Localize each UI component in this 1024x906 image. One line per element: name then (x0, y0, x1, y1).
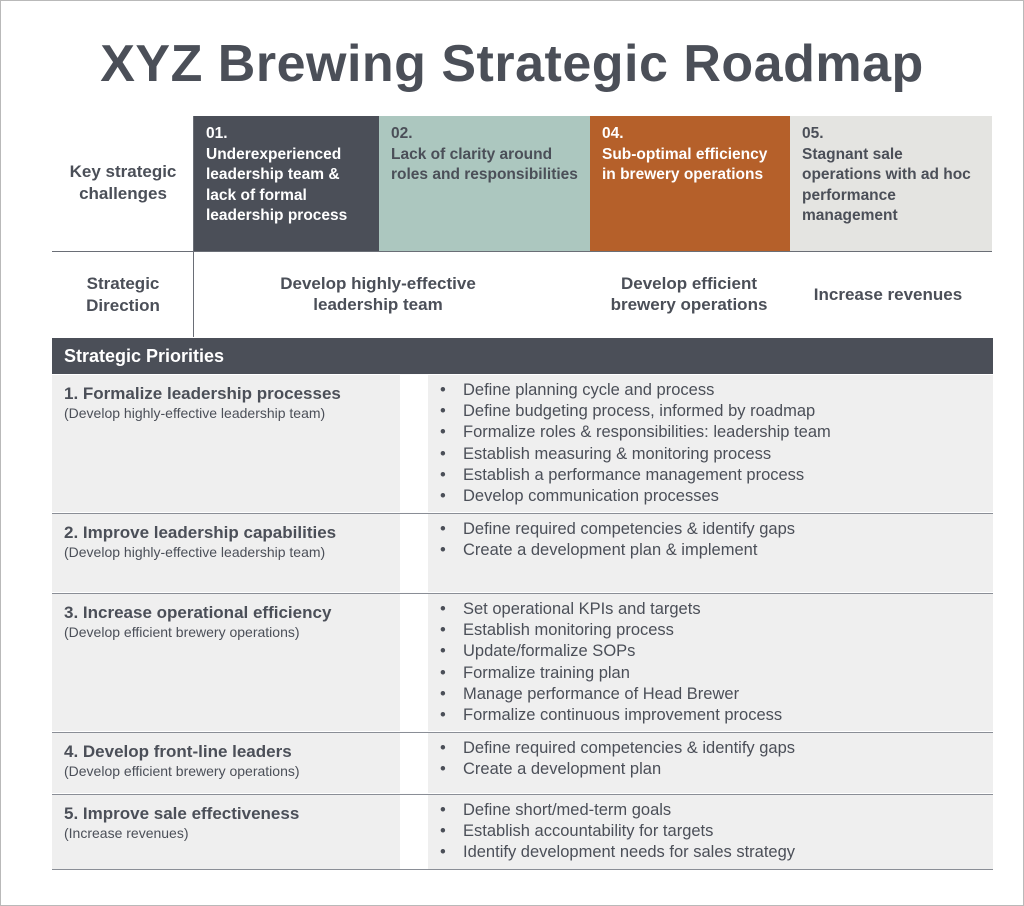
bullet-icon: • (440, 423, 446, 442)
row-label-divider (193, 116, 194, 337)
row-separator (52, 794, 993, 795)
row-separator (52, 593, 993, 594)
action-list: •Define planning cycle and process •Defi… (440, 380, 981, 507)
priority-row-2: 2. Improve leadership capabilities (Deve… (52, 514, 993, 592)
row-separator (52, 869, 993, 870)
challenge-number: 02. (391, 125, 413, 142)
challenge-text: Stagnant sale operations with ad hoc per… (802, 145, 971, 225)
priority-title: 1. Formalize leadership processes (64, 384, 341, 403)
bullet-icon: • (440, 520, 446, 538)
priority-direction: (Develop highly-effective leadership tea… (64, 405, 326, 421)
bullet-icon: • (440, 444, 446, 463)
list-item: •Develop communication processes (440, 486, 981, 507)
bullet-icon: • (440, 487, 446, 506)
bullet-icon: • (440, 621, 446, 640)
priority-direction: (Develop efficient brewery operations) (64, 624, 300, 640)
priority-label: 1. Formalize leadership processes (Devel… (52, 375, 400, 512)
bullet-icon: • (440, 684, 446, 703)
challenge-text: Sub-optimal efficiency in brewery operat… (602, 145, 768, 184)
priority-actions: •Define required competencies & identify… (428, 733, 993, 793)
priority-row-4: 4. Develop front-line leaders (Develop e… (52, 733, 993, 793)
priority-label: 3. Increase operational efficiency (Deve… (52, 594, 400, 731)
list-item: •Formalize roles & responsibilities: lea… (440, 422, 981, 443)
bullet-icon: • (440, 600, 446, 618)
list-item: •Establish monitoring process (440, 620, 981, 641)
priority-direction: (Increase revenues) (64, 825, 189, 841)
bullet-icon: • (440, 663, 446, 682)
bullet-icon: • (440, 801, 446, 819)
priority-actions: •Define required competencies & identify… (428, 514, 993, 592)
challenge-text: Lack of clarity around roles and respons… (391, 145, 578, 184)
priority-actions: •Define short/med-term goals •Establish … (428, 795, 993, 869)
challenge-card-04: 04. Sub-optimal efficiency in brewery op… (590, 116, 790, 251)
challenge-text: Underexperienced leadership team & lack … (206, 145, 348, 225)
list-item: •Establish measuring & monitoring proces… (440, 444, 981, 465)
section-divider (52, 251, 992, 252)
bullet-icon: • (440, 465, 446, 484)
direction-operations: Develop efficient brewery operations (610, 274, 768, 314)
priority-row-3: 3. Increase operational efficiency (Deve… (52, 594, 993, 731)
page-title: XYZ Brewing Strategic Roadmap (100, 35, 924, 93)
direction-row-label: Strategic Direction (86, 274, 160, 315)
row-separator (52, 513, 993, 514)
list-item: •Identify development needs for sales st… (440, 842, 981, 863)
action-list: •Define required competencies & identify… (440, 519, 981, 561)
action-list: •Define short/med-term goals •Establish … (440, 800, 981, 864)
bullet-icon: • (440, 541, 446, 560)
priority-title: 4. Develop front-line leaders (64, 742, 292, 761)
bullet-icon: • (440, 381, 446, 399)
bullet-icon: • (440, 822, 446, 841)
list-item: •Formalize continuous improvement proces… (440, 705, 981, 726)
challenges-row-label: Key strategic challenges (69, 162, 177, 203)
list-item: •Create a development plan & implement (440, 540, 981, 561)
bullet-icon: • (440, 706, 446, 725)
action-list: •Define required competencies & identify… (440, 738, 981, 780)
list-item: •Set operational KPIs and targets (440, 599, 981, 620)
row-separator (52, 732, 993, 733)
priority-label: 2. Improve leadership capabilities (Deve… (52, 514, 400, 592)
priority-title: 2. Improve leadership capabilities (64, 523, 337, 542)
challenge-card-02: 02. Lack of clarity around roles and res… (379, 116, 590, 251)
challenge-card-05: 05. Stagnant sale operations with ad hoc… (790, 116, 992, 251)
list-item: •Define planning cycle and process (440, 380, 981, 401)
list-item: •Define budgeting process, informed by r… (440, 401, 981, 422)
list-item: •Define required competencies & identify… (440, 738, 981, 759)
list-item: •Establish a performance management proc… (440, 465, 981, 486)
bullet-icon: • (440, 402, 446, 421)
bullet-icon: • (440, 739, 446, 757)
priority-direction: (Develop efficient brewery operations) (64, 763, 300, 779)
priority-label: 5. Improve sale effectiveness (Increase … (52, 795, 400, 869)
priority-row-1: 1. Formalize leadership processes (Devel… (52, 375, 993, 512)
bullet-icon: • (440, 760, 446, 779)
list-item: •Manage performance of Head Brewer (440, 684, 981, 705)
priority-row-5: 5. Improve sale effectiveness (Increase … (52, 795, 993, 869)
list-item: •Create a development plan (440, 759, 981, 780)
list-item: •Define required competencies & identify… (440, 519, 981, 540)
priority-label: 4. Develop front-line leaders (Develop e… (52, 733, 400, 793)
direction-revenues: Increase revenues (813, 284, 963, 304)
bullet-icon: • (440, 843, 446, 862)
challenge-card-01: 01. Underexperienced leadership team & l… (194, 116, 379, 251)
bullet-icon: • (440, 642, 446, 661)
challenge-number: 04. (602, 125, 624, 142)
priority-title: 5. Improve sale effectiveness (64, 804, 300, 823)
priority-direction: (Develop highly-effective leadership tea… (64, 544, 326, 560)
action-list: •Set operational KPIs and targets •Estab… (440, 599, 981, 726)
priority-title: 3. Increase operational efficiency (64, 603, 332, 622)
list-item: •Define short/med-term goals (440, 800, 981, 821)
priority-actions: •Set operational KPIs and targets •Estab… (428, 594, 993, 731)
list-item: •Establish accountability for targets (440, 821, 981, 842)
challenge-number: 05. (802, 125, 824, 142)
priority-actions: •Define planning cycle and process •Defi… (428, 375, 993, 512)
priorities-header: Strategic Priorities (52, 338, 993, 374)
challenge-number: 01. (206, 125, 228, 142)
list-item: •Formalize training plan (440, 663, 981, 684)
list-item: •Update/formalize SOPs (440, 641, 981, 662)
direction-leadership: Develop highly-effective leadership team (280, 274, 476, 314)
